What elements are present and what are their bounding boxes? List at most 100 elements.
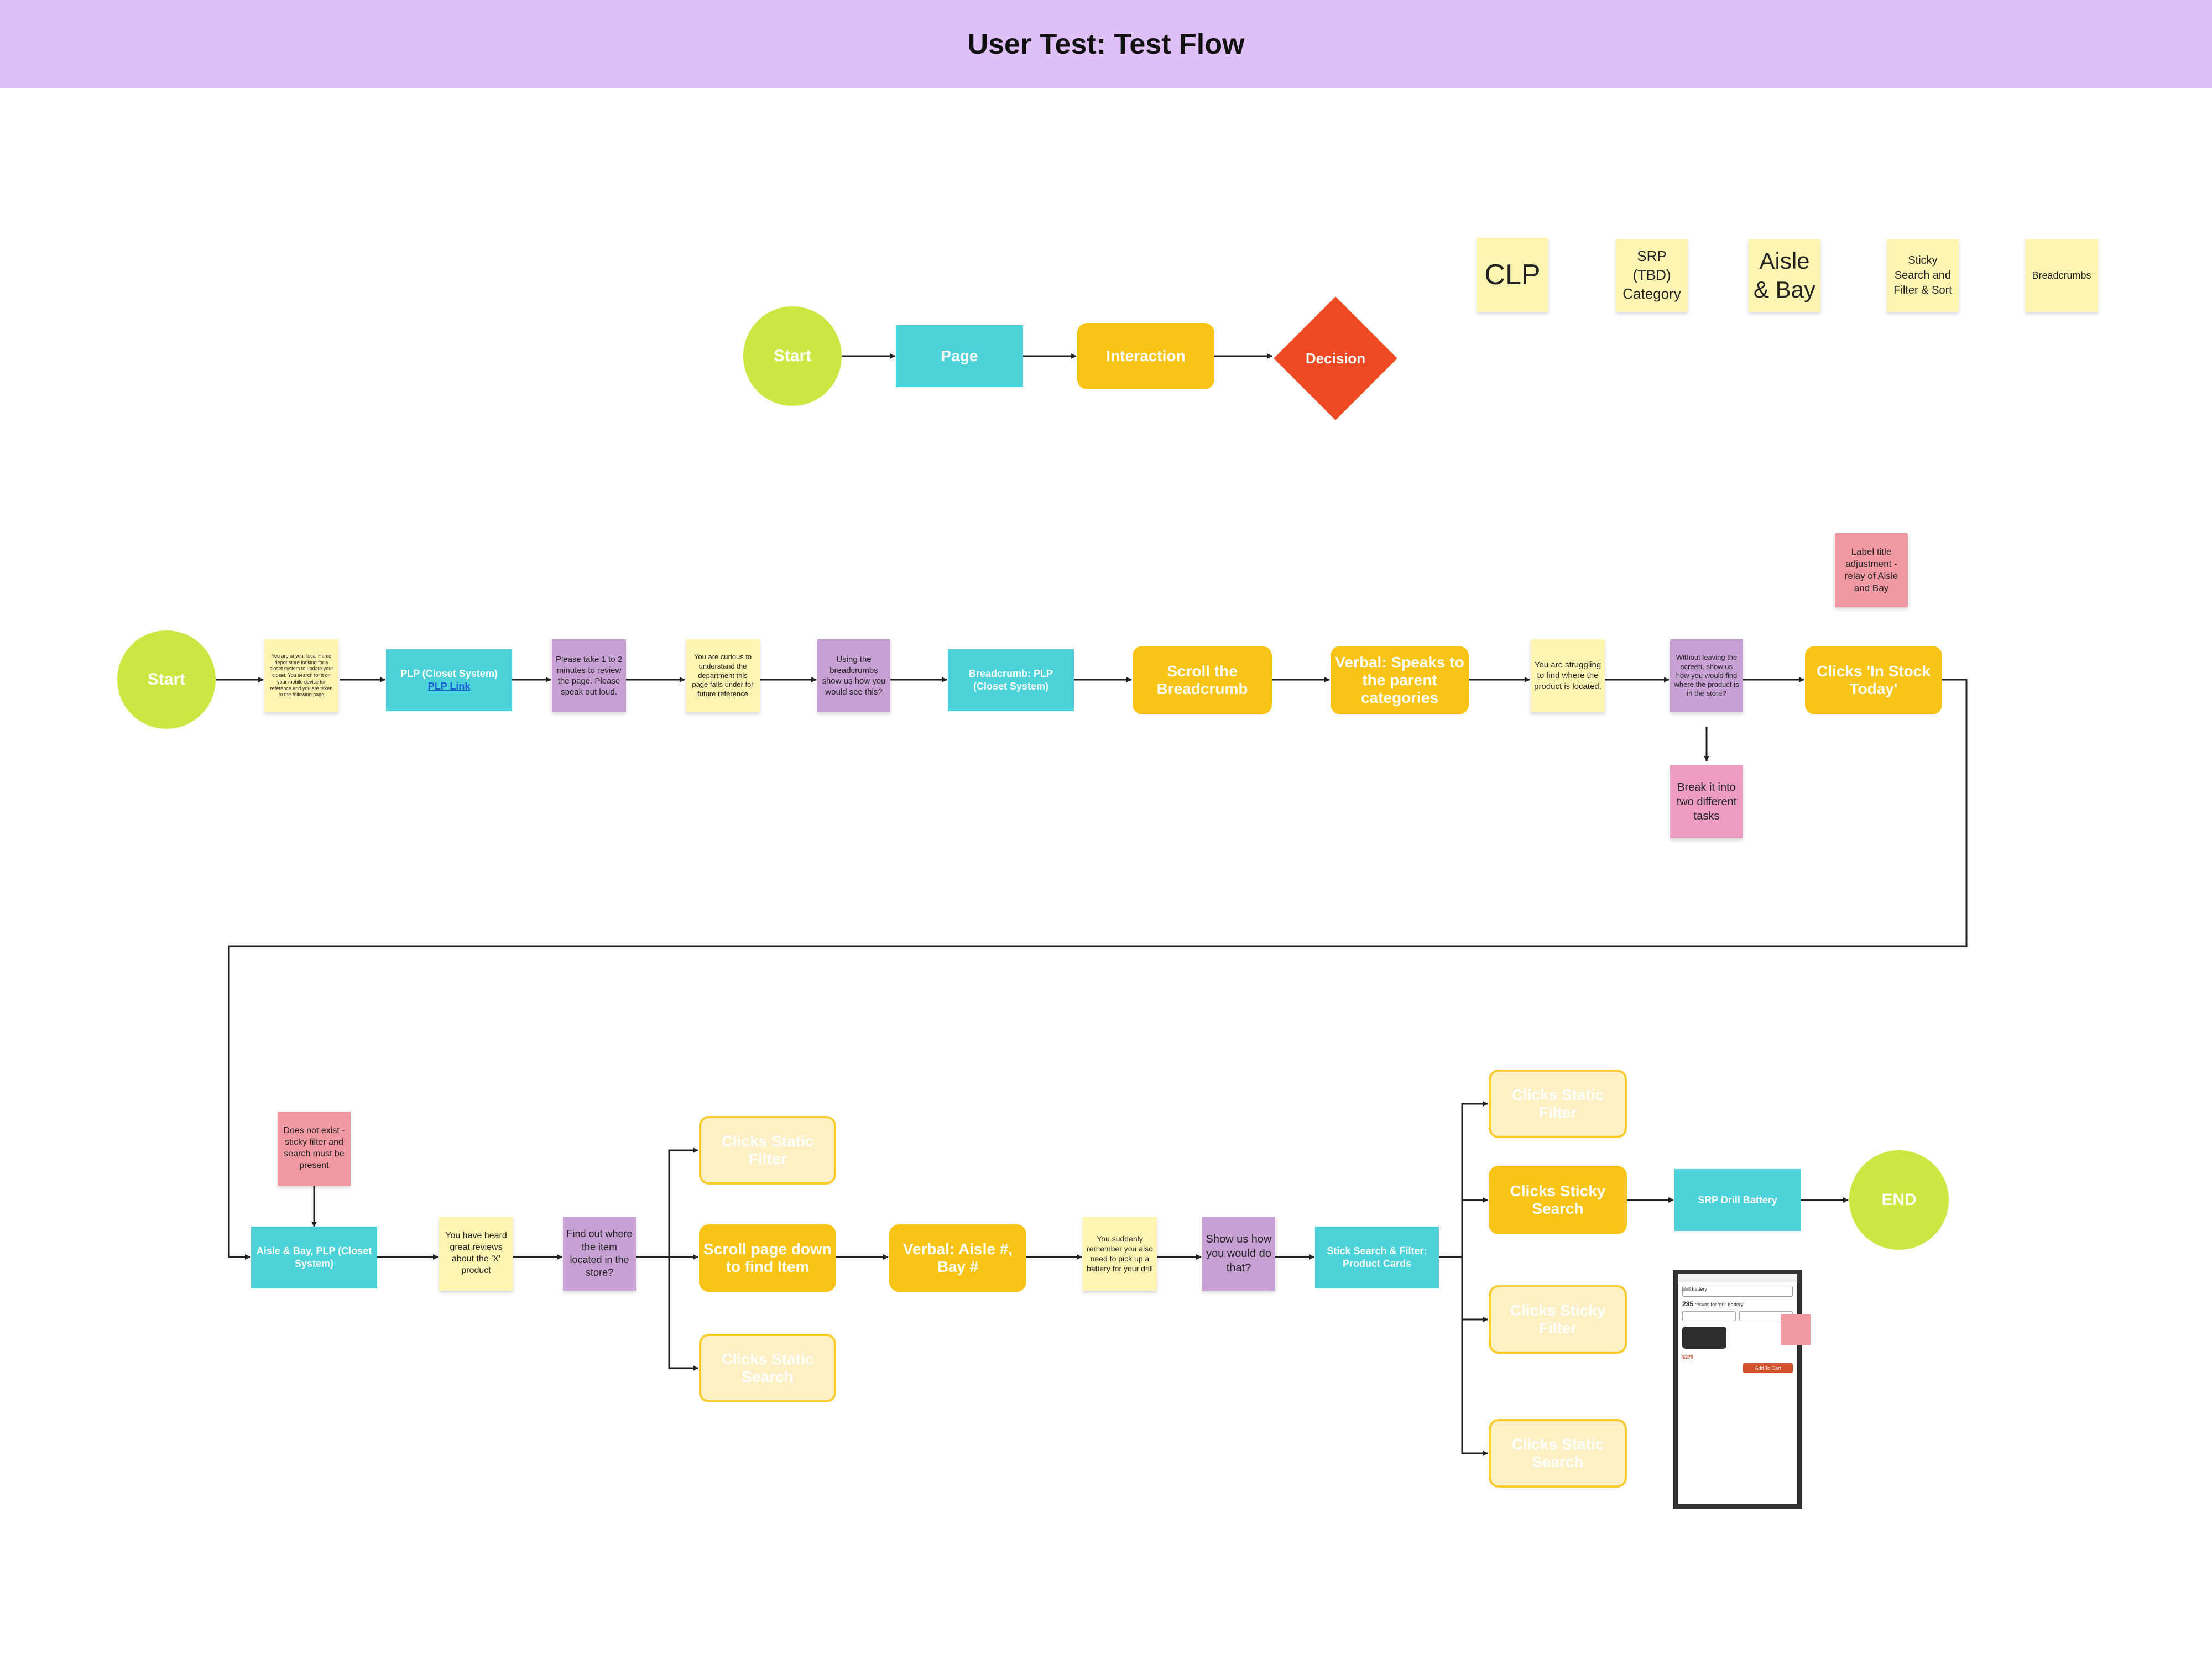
legend-interaction-node: Interaction [1077, 323, 1214, 389]
category-breadcrumbs-label: Breadcrumbs [2032, 269, 2091, 281]
verbal-aisle-bay-node: Verbal: Aisle #, Bay # [889, 1224, 1026, 1292]
category-aisle-bay-label: Aisle & Bay [1753, 247, 1816, 303]
clicks-static-search-label: Clicks Static Search [721, 1350, 814, 1385]
flow1-start-node: Start [117, 630, 216, 729]
category-sticky-label: Sticky Search and Filter & Sort [1893, 254, 1952, 296]
without-leaving-text: Without leaving the screen, show us how … [1674, 653, 1739, 698]
scroll-page-down-node: Scroll page down to find Item [699, 1224, 836, 1292]
arrow [1461, 1101, 1488, 1257]
phone-search-text: drill battery [1683, 1286, 1708, 1292]
category-srp-label: SRP (TBD) Category [1623, 248, 1681, 302]
r-clicks-static-search-node: Clicks Static Search [1489, 1419, 1627, 1488]
end-node: END [1849, 1150, 1949, 1250]
breadcrumb-plp-label: Breadcrumb: PLP (Closet System) [968, 667, 1053, 692]
arrow [658, 1256, 698, 1371]
category-breadcrumbs: Breadcrumbs [2025, 239, 2098, 312]
struggling-note: You are struggling to find where the pro… [1531, 639, 1605, 712]
phone-add-to-cart: Add To Cart [1743, 1363, 1793, 1373]
verbal-parent-categories-label: Verbal: Speaks to the parent categories [1335, 653, 1464, 707]
phone-add-to-cart-label: Add To Cart [1755, 1365, 1781, 1371]
phone-results-label: results for 'drill battery' [1694, 1302, 1745, 1307]
plp-closet-page: PLP (Closet System) PLP Link [386, 649, 512, 711]
legend-start-label: Start [773, 347, 812, 365]
scroll-breadcrumb-node: Scroll the Breadcrumb [1133, 646, 1272, 714]
legend-decision-node: Decision [1274, 296, 1397, 420]
page-title: User Test: Test Flow [967, 28, 1245, 60]
heard-reviews-text: You have heard great reviews about the '… [445, 1231, 507, 1275]
category-clp-label: CLP [1484, 259, 1541, 291]
phone-search-field: drill battery [1682, 1286, 1793, 1297]
not-exist-text: Does not exist - sticky filter and searc… [283, 1126, 345, 1170]
struggling-note-text: You are struggling to find where the pro… [1534, 660, 1601, 691]
phone-filter-sort-row [1682, 1311, 1793, 1321]
plp-link[interactable]: PLP Link [427, 681, 471, 692]
plp-closet-content: PLP (Closet System) PLP Link [397, 664, 501, 697]
legend-decision-label: Decision [1305, 349, 1366, 367]
label-adjustment-note: Label title adjustment - relay of Aisle … [1835, 533, 1908, 607]
phone-price: $279 [1682, 1354, 1694, 1360]
stick-search-filter-page: Stick Search & Filter: Product Cards [1315, 1227, 1439, 1288]
clicks-static-filter-node: Clicks Static Filter [699, 1116, 836, 1185]
clicks-static-filter-label: Clicks Static Filter [721, 1132, 814, 1167]
aisle-bay-plp-label: Aisle & Bay, PLP (Closet System) [256, 1245, 372, 1269]
category-aisle-bay: Aisle & Bay [1749, 239, 1820, 312]
category-srp: SRP (TBD) Category [1616, 239, 1688, 312]
find-out-text: Find out where the item located in the s… [566, 1228, 633, 1279]
arrow [228, 679, 1968, 1260]
verbal-aisle-bay-label: Verbal: Aisle #, Bay # [902, 1240, 1013, 1275]
break-tasks-note: Break it into two different tasks [1670, 765, 1743, 838]
scenario-note: You are at your local Home depot store l… [264, 639, 338, 712]
r-clicks-static-filter-label: Clicks Static Filter [1511, 1086, 1604, 1121]
find-out-note: Find out where the item located in the s… [563, 1217, 636, 1291]
suddenly-note: You suddenly remember you also need to p… [1083, 1217, 1157, 1291]
stick-search-filter-label: Stick Search & Filter: Product Cards [1327, 1245, 1427, 1269]
clicks-sticky-search-label: Clicks Sticky Search [1510, 1182, 1606, 1217]
legend-page-label: Page [941, 347, 978, 364]
review-note-text: Please take 1 to 2 minutes to review the… [555, 655, 623, 697]
clicks-in-stock-label: Clicks 'In Stock Today' [1817, 662, 1931, 697]
srp-drill-battery-page: SRP Drill Battery [1674, 1169, 1801, 1231]
phone-results: 235 results for 'drill battery' [1682, 1300, 1793, 1308]
phone-filter-button [1682, 1311, 1736, 1321]
srp-phone-screenshot: drill battery 235 results for 'drill bat… [1673, 1270, 1802, 1509]
breadcrumb-plp-page: Breadcrumb: PLP (Closet System) [948, 649, 1074, 711]
curious-note: You are curious to understand the depart… [686, 639, 760, 712]
show-us-note: Show us how you would do that? [1202, 1217, 1275, 1291]
aisle-bay-plp-page: Aisle & Bay, PLP (Closet System) [251, 1227, 377, 1288]
arrow [1461, 1257, 1488, 1322]
scroll-page-down-label: Scroll page down to find Item [703, 1240, 832, 1275]
legend-interaction-label: Interaction [1106, 347, 1186, 364]
clicks-sticky-filter-label: Clicks Sticky Filter [1510, 1301, 1606, 1337]
verbal-parent-categories-node: Verbal: Speaks to the parent categories [1331, 646, 1469, 714]
flow1-start-label: Start [147, 670, 186, 688]
suddenly-text: You suddenly remember you also need to p… [1087, 1234, 1153, 1274]
clicks-sticky-search-node: Clicks Sticky Search [1489, 1166, 1627, 1234]
phone-annotation-sticky [1781, 1314, 1811, 1345]
breadcrumbs-question-note: Using the breadcrumbs show us how you wo… [817, 639, 890, 712]
end-label: END [1881, 1191, 1917, 1209]
review-note: Please take 1 to 2 minutes to review the… [552, 639, 626, 712]
clicks-sticky-filter-node: Clicks Sticky Filter [1489, 1285, 1627, 1354]
arrow [1461, 1197, 1488, 1257]
clicks-static-search-node: Clicks Static Search [699, 1334, 836, 1402]
header-bar: User Test: Test Flow [0, 0, 2212, 88]
label-adjustment-text: Label title adjustment - relay of Aisle … [1844, 546, 1898, 594]
category-clp: CLP [1477, 238, 1548, 312]
scroll-breadcrumb-label: Scroll the Breadcrumb [1156, 662, 1248, 697]
r-clicks-static-search-label: Clicks Static Search [1511, 1435, 1604, 1470]
show-us-text: Show us how you would do that? [1206, 1233, 1272, 1274]
breadcrumbs-question-text: Using the breadcrumbs show us how you wo… [822, 655, 886, 697]
without-leaving-note: Without leaving the screen, show us how … [1670, 639, 1743, 712]
plp-closet-label: PLP (Closet System) [400, 667, 498, 679]
r-clicks-static-filter-node: Clicks Static Filter [1489, 1070, 1627, 1138]
legend-start-node: Start [743, 306, 842, 406]
legend-page-node: Page [896, 325, 1023, 387]
phone-product-image [1682, 1327, 1726, 1349]
phone-status-bar [1678, 1274, 1797, 1282]
curious-note-text: You are curious to understand the depart… [692, 652, 754, 698]
srp-drill-battery-label: SRP Drill Battery [1698, 1194, 1777, 1206]
clicks-in-stock-node: Clicks 'In Stock Today' [1805, 646, 1942, 714]
phone-results-count: 235 [1682, 1300, 1694, 1308]
scenario-note-text: You are at your local Home depot store l… [269, 653, 333, 698]
